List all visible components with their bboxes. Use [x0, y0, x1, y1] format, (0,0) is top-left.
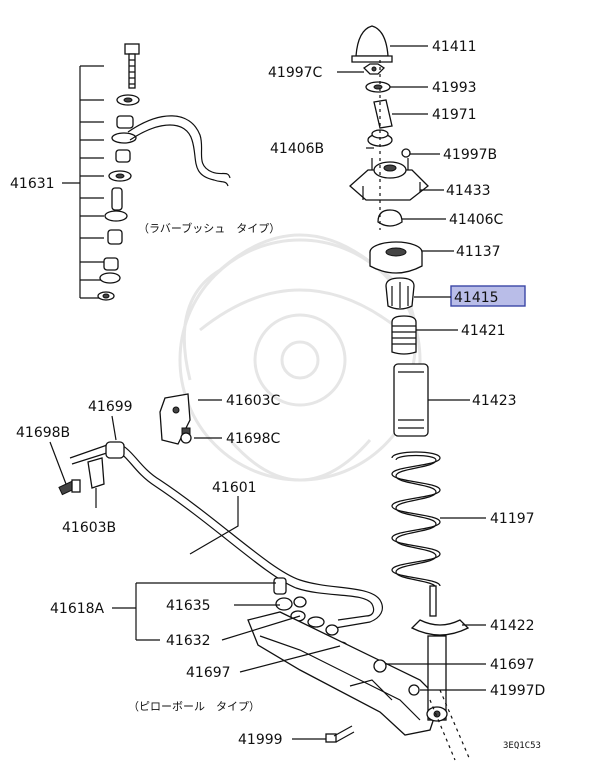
strut-assembly [349, 25, 471, 761]
label-41603C: 41603C [226, 393, 281, 409]
label-41411: 41411 [432, 39, 477, 55]
label-41697-right: 41697 [490, 657, 535, 673]
label-41997C: 41997C [268, 65, 323, 81]
callout-labels: 41411 41997C 41993 41971 41406B 41997B 4… [10, 39, 545, 748]
label-41971: 41971 [432, 107, 477, 123]
note-pillow-ball-type: （ピローボール タイプ） [128, 700, 260, 713]
label-41632: 41632 [166, 633, 211, 649]
note-rubber-bush-type: （ラバーブッシュ タイプ） [138, 221, 280, 235]
label-41999: 41999 [238, 732, 283, 748]
label-41618A: 41618A [50, 601, 105, 617]
label-41631: 41631 [10, 176, 55, 192]
watermark-emblem [178, 233, 422, 482]
label-41993: 41993 [432, 80, 477, 96]
label-41697-left: 41697 [186, 665, 231, 681]
label-41406B: 41406B [270, 141, 324, 157]
label-41421: 41421 [461, 323, 506, 339]
label-41406C: 41406C [449, 212, 504, 228]
label-41997D: 41997D [490, 683, 545, 699]
label-41137: 41137 [456, 244, 501, 260]
label-41698C: 41698C [226, 431, 281, 447]
label-41423: 41423 [472, 393, 517, 409]
label-41698B: 41698B [16, 425, 70, 441]
label-41635: 41635 [166, 598, 211, 614]
label-41603B: 41603B [62, 520, 116, 536]
stabilizer-link-stack [62, 43, 231, 301]
highlight-box-41415 [450, 285, 526, 307]
label-41997B: 41997B [443, 147, 497, 163]
label-41699: 41699 [88, 399, 133, 415]
label-41422: 41422 [490, 618, 535, 634]
stabilizer-bar-assembly [58, 393, 441, 743]
label-41601: 41601 [212, 480, 257, 496]
label-41433: 41433 [446, 183, 491, 199]
leader-lines [49, 45, 486, 740]
diagram-code: 3EQ1C53 [503, 741, 541, 751]
label-41415[interactable]: 41415 [454, 290, 499, 306]
label-41197: 41197 [490, 511, 535, 527]
